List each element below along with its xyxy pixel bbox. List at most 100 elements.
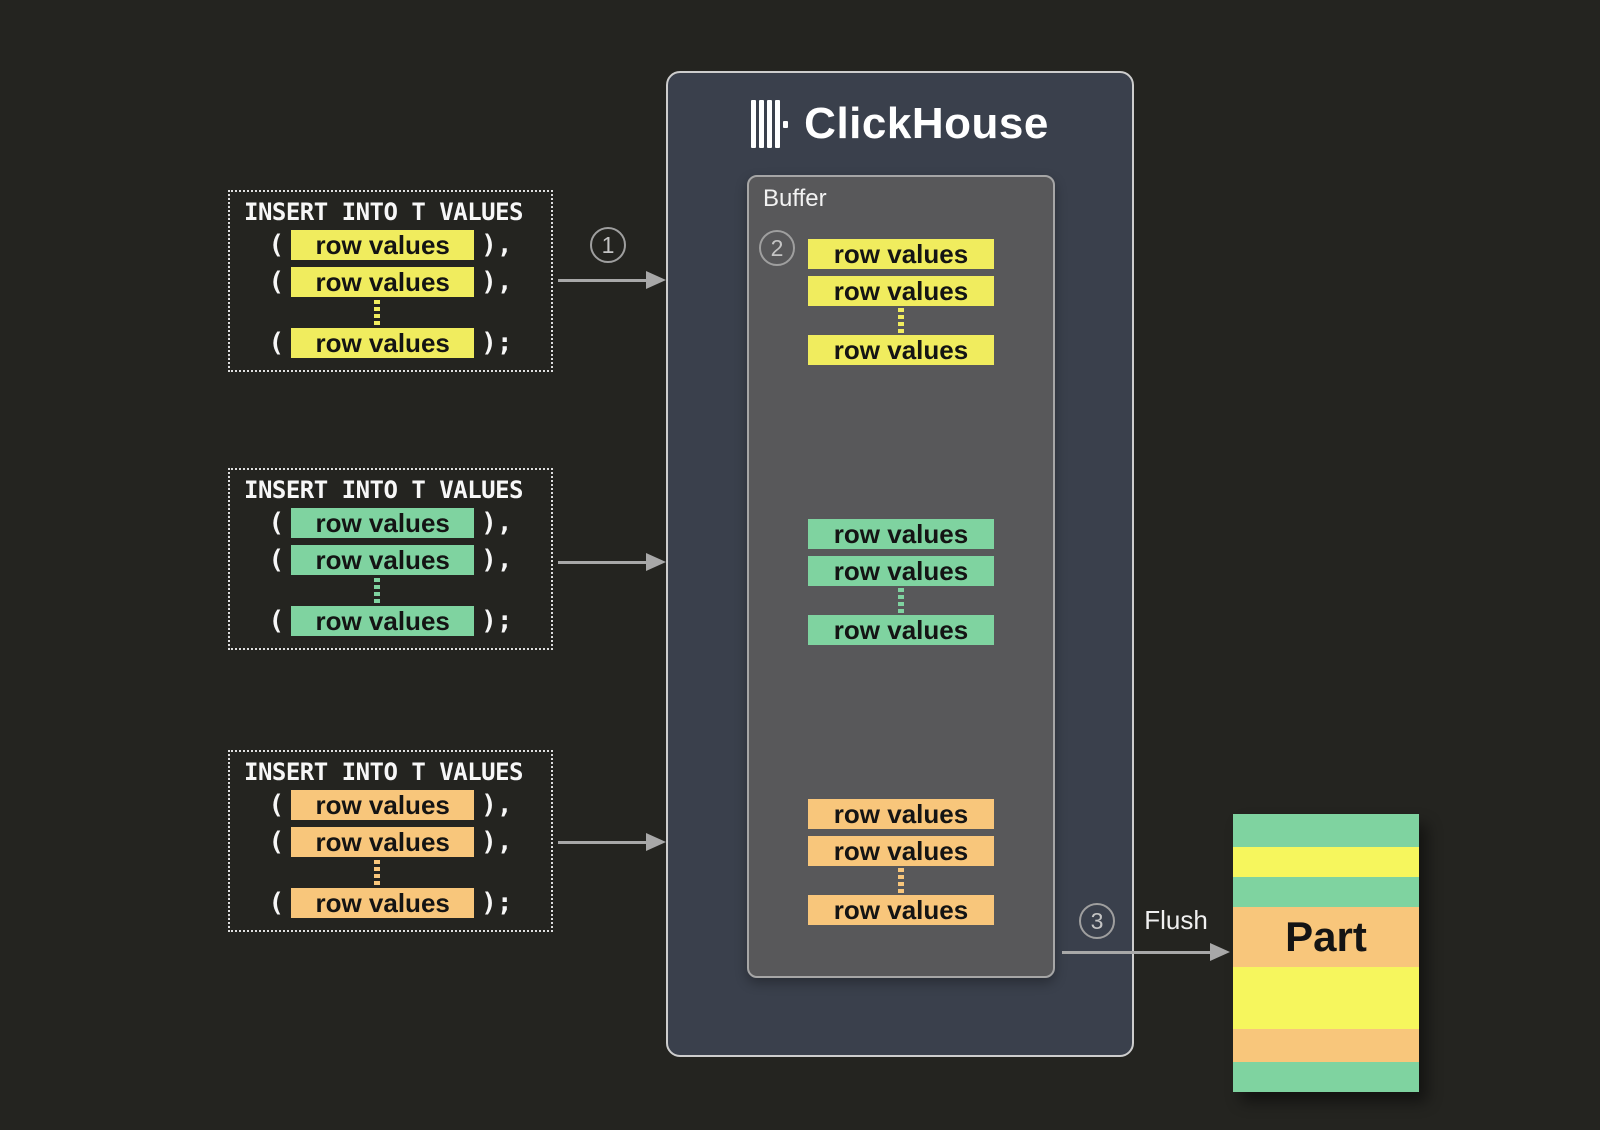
- buffer-group-orange: row values row values row values: [808, 799, 994, 932]
- buffer-group-yellow: row values row values row values: [808, 239, 994, 372]
- close-paren-comma: ),: [481, 827, 513, 857]
- part-box: Part: [1233, 814, 1419, 1092]
- insert-row-line: ( row values );: [240, 888, 541, 918]
- step-number: 1: [601, 231, 615, 258]
- row-values-chip: row values: [291, 230, 475, 260]
- buffer-row: row values: [808, 799, 994, 829]
- insert-row-line: ( row values ),: [240, 790, 541, 820]
- close-paren-comma: ),: [481, 508, 513, 538]
- arrow-head-icon: [646, 833, 666, 851]
- close-paren-semicolon: );: [481, 606, 513, 636]
- clickhouse-server-box: ClickHouse Buffer 2 row values row value…: [666, 71, 1134, 1057]
- clickhouse-title: ClickHouse: [804, 99, 1049, 148]
- arrow-shaft: [558, 840, 646, 844]
- vertical-dots-icon: [373, 300, 380, 325]
- insert-arrow-1: [558, 271, 666, 289]
- vertical-dots-icon: [373, 860, 380, 885]
- close-paren-comma: ),: [481, 230, 513, 260]
- more-rows-ellipsis: [240, 860, 541, 885]
- open-paren: (: [268, 827, 285, 857]
- buffer-box: Buffer 2 row values row values row value…: [747, 175, 1055, 978]
- flush-arrow: [1062, 943, 1230, 961]
- insert-row-line: ( row values ),: [240, 545, 541, 575]
- open-paren: (: [268, 888, 285, 918]
- part-stripe: [1233, 877, 1419, 907]
- open-paren: (: [268, 545, 285, 575]
- open-paren: (: [268, 230, 285, 260]
- row-values-chip: row values: [291, 328, 475, 358]
- buffer-row: row values: [808, 335, 994, 365]
- open-paren: (: [268, 606, 285, 636]
- part-stripe: Part: [1233, 907, 1419, 967]
- more-rows-ellipsis: [240, 300, 541, 325]
- part-stripe: [1233, 847, 1419, 877]
- buffer-row: row values: [808, 895, 994, 925]
- row-values-chip: row values: [291, 508, 475, 538]
- buffer-row: row values: [808, 276, 994, 306]
- insert-row-line: ( row values ),: [240, 508, 541, 538]
- step-2-badge: 2: [759, 230, 795, 266]
- open-paren: (: [268, 790, 285, 820]
- insert-row-line: ( row values );: [240, 606, 541, 636]
- buffer-row: row values: [808, 519, 994, 549]
- insert-sql-title: INSERT INTO T VALUES: [244, 758, 523, 786]
- logo-bar: [775, 100, 781, 148]
- close-paren-comma: ),: [481, 545, 513, 575]
- insert-arrow-3: [558, 833, 666, 851]
- vertical-dots-icon: [898, 588, 904, 613]
- insert-row-line: ( row values ),: [240, 267, 541, 297]
- more-rows-ellipsis: [808, 868, 994, 893]
- flush-label: Flush: [1144, 905, 1208, 935]
- open-paren: (: [268, 328, 285, 358]
- row-values-chip: row values: [291, 545, 475, 575]
- more-rows-ellipsis: [240, 578, 541, 603]
- arrow-shaft: [558, 560, 646, 564]
- buffer-row: row values: [808, 556, 994, 586]
- insert-arrow-2: [558, 553, 666, 571]
- insert-sql-title: INSERT INTO T VALUES: [244, 476, 523, 504]
- part-stripe: [1233, 1062, 1419, 1092]
- insert-statement-box-3: INSERT INTO T VALUES ( row values ), ( r…: [228, 750, 553, 932]
- insert-row-line: ( row values );: [240, 328, 541, 358]
- insert-sql-title: INSERT INTO T VALUES: [244, 198, 523, 226]
- buffer-row: row values: [808, 836, 994, 866]
- part-stripe: [1233, 814, 1419, 847]
- insert-statement-box-2: INSERT INTO T VALUES ( row values ), ( r…: [228, 468, 553, 650]
- insert-statement-box-1: INSERT INTO T VALUES ( row values ), ( r…: [228, 190, 553, 372]
- row-values-chip: row values: [291, 888, 475, 918]
- step-1-badge: 1: [590, 227, 626, 263]
- part-stripe: [1233, 1029, 1419, 1062]
- step-number: 3: [1090, 907, 1104, 934]
- close-paren-semicolon: );: [481, 328, 513, 358]
- close-paren-semicolon: );: [481, 888, 513, 918]
- close-paren-comma: ),: [481, 790, 513, 820]
- buffer-row: row values: [808, 239, 994, 269]
- insert-row-line: ( row values ),: [240, 230, 541, 260]
- vertical-dots-icon: [898, 308, 904, 333]
- arrow-shaft: [1062, 950, 1210, 954]
- part-stripe: [1233, 967, 1419, 1029]
- step-number: 2: [770, 234, 784, 261]
- clickhouse-logo-icon: [751, 99, 789, 149]
- row-values-chip: row values: [291, 827, 475, 857]
- more-rows-ellipsis: [808, 588, 994, 613]
- close-paren-comma: ),: [481, 267, 513, 297]
- open-paren: (: [268, 267, 285, 297]
- arrow-shaft: [558, 278, 646, 282]
- arrow-head-icon: [1210, 943, 1230, 961]
- buffer-row: row values: [808, 615, 994, 645]
- vertical-dots-icon: [373, 578, 380, 603]
- row-values-chip: row values: [291, 267, 475, 297]
- logo-bar: [767, 100, 773, 148]
- open-paren: (: [268, 508, 285, 538]
- logo-dot: [783, 120, 789, 128]
- buffer-label: Buffer: [763, 185, 827, 212]
- arrow-head-icon: [646, 553, 666, 571]
- row-values-chip: row values: [291, 790, 475, 820]
- buffer-group-green: row values row values row values: [808, 519, 994, 652]
- insert-row-line: ( row values ),: [240, 827, 541, 857]
- more-rows-ellipsis: [808, 308, 994, 333]
- part-label: Part: [1285, 913, 1367, 960]
- clickhouse-header: ClickHouse: [668, 97, 1132, 151]
